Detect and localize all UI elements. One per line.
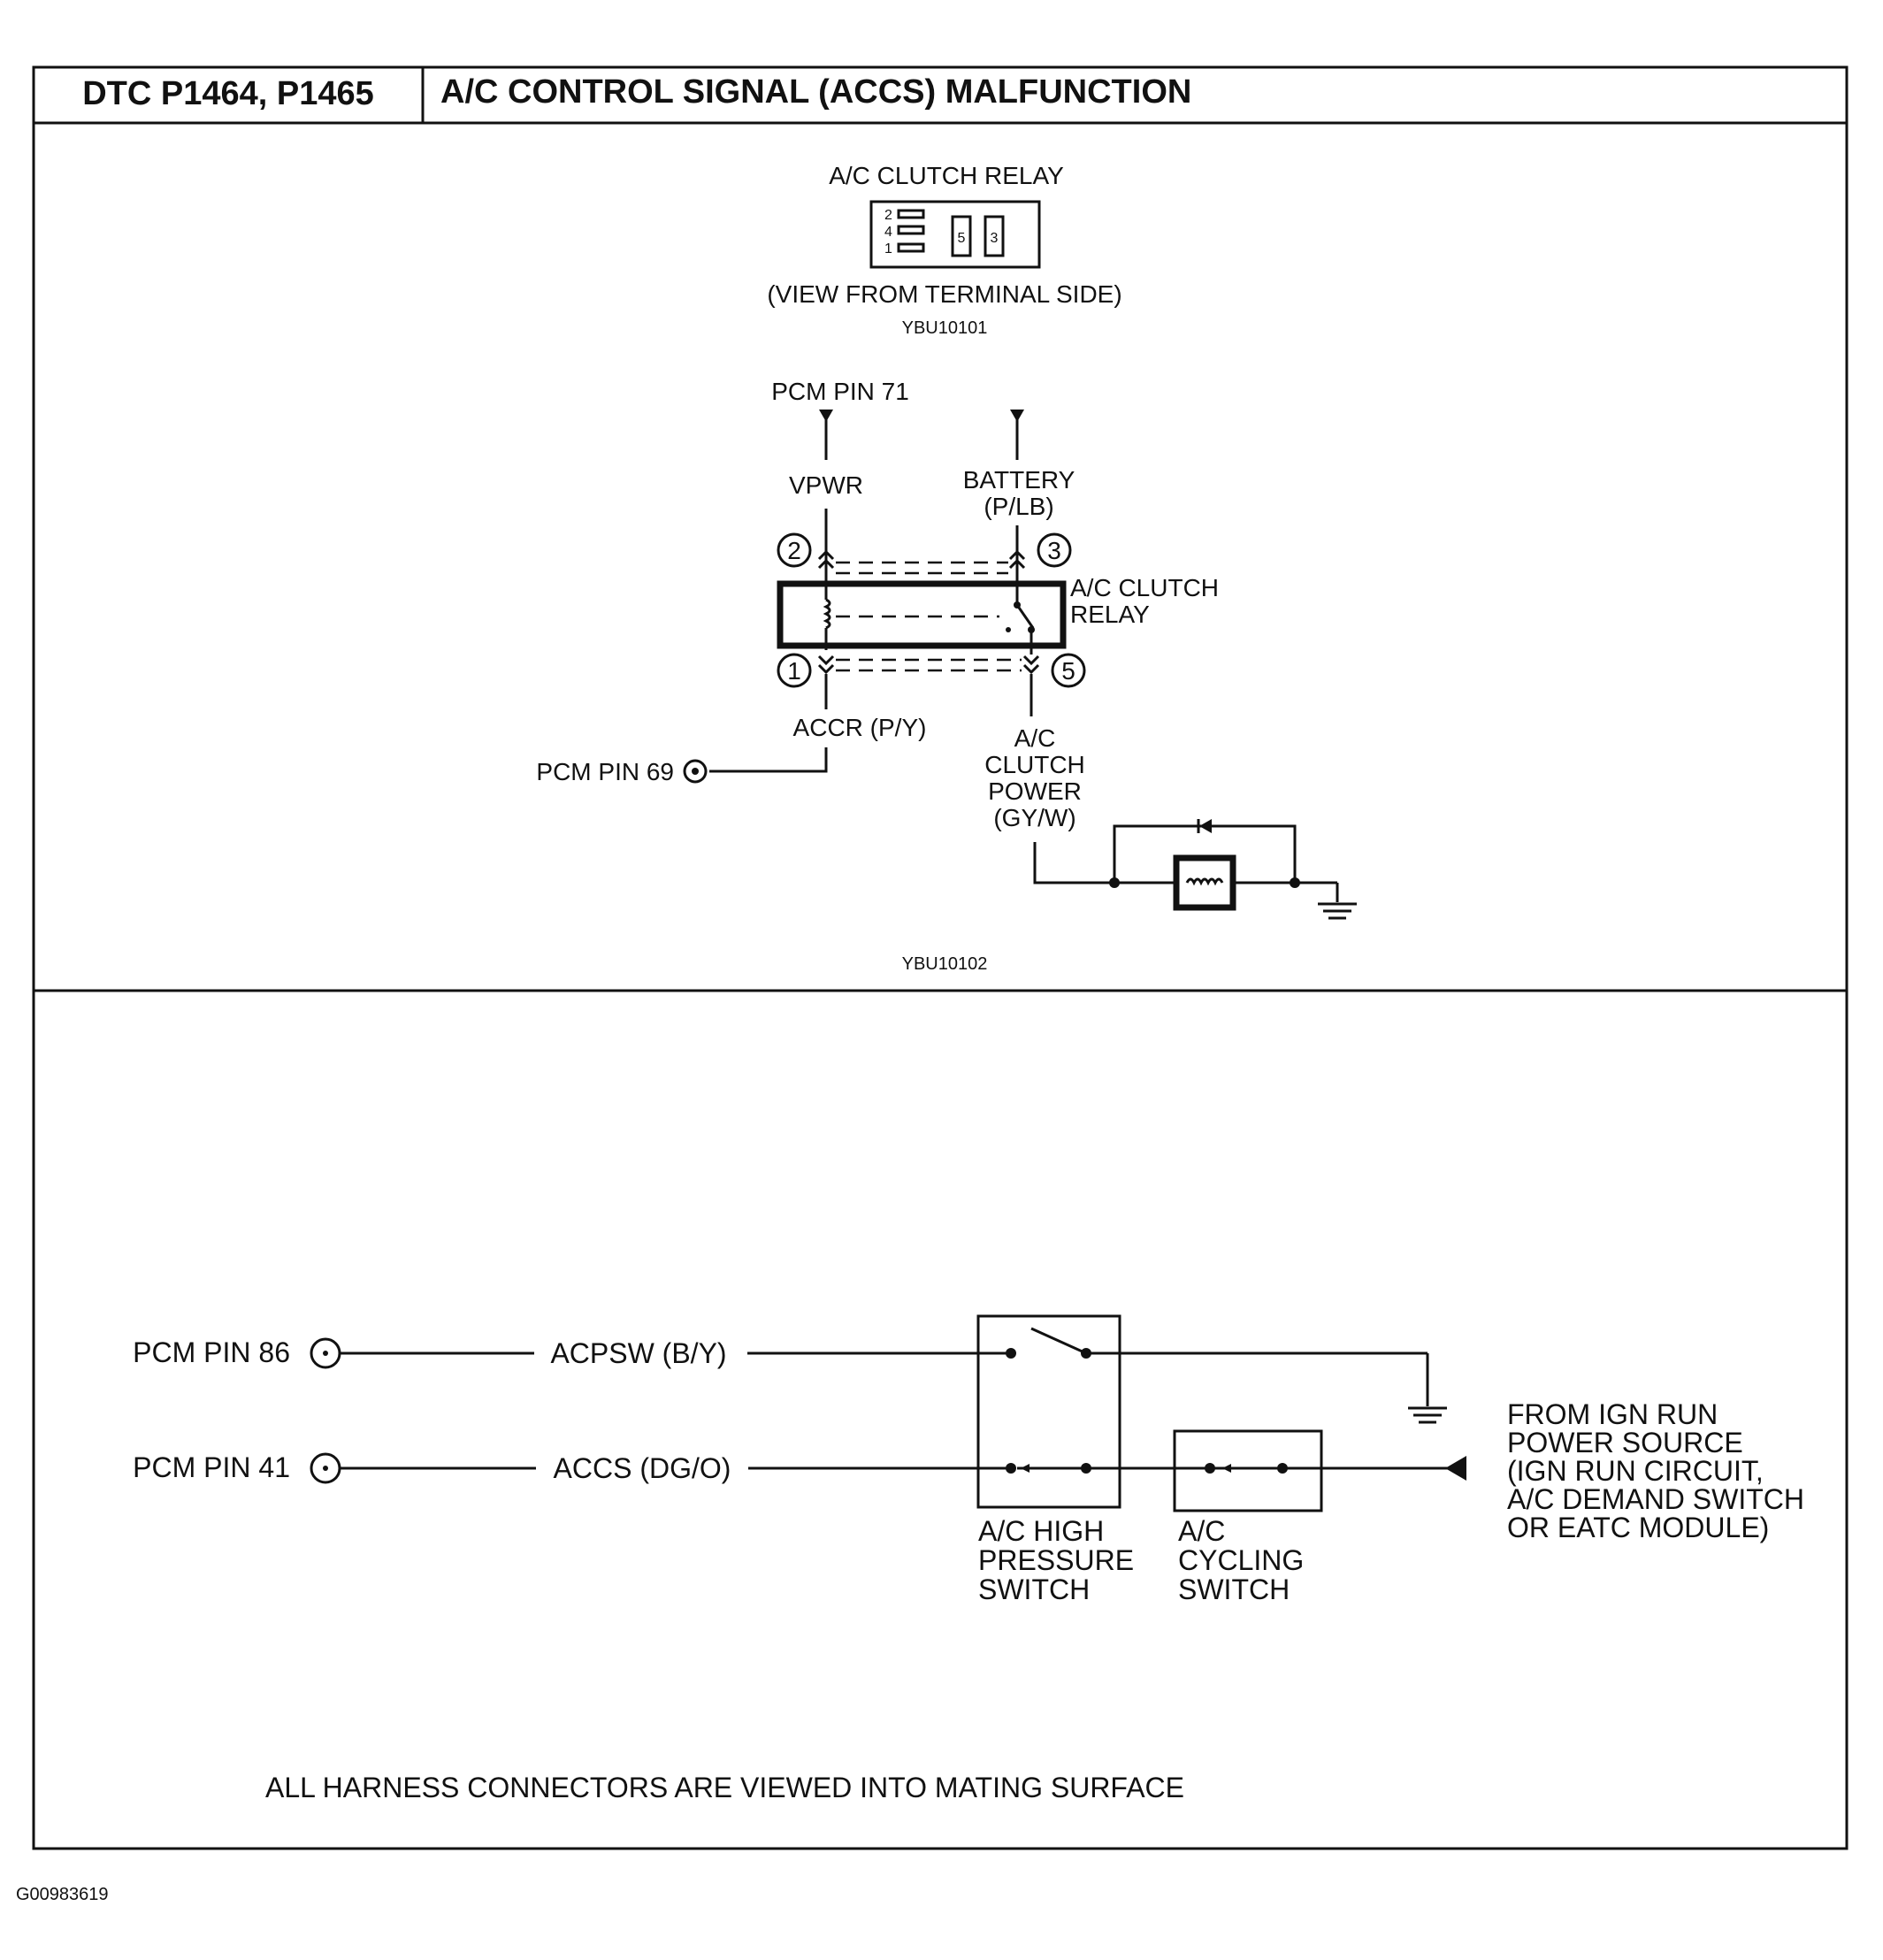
pin-5-marker xyxy=(1051,653,1086,688)
pcm-pin-86-label: PCM PIN 86 xyxy=(133,1336,290,1368)
accs-label: ACCS (DG/O) xyxy=(554,1452,731,1484)
accr-wire-lower xyxy=(709,747,828,773)
pcm-pin-69-terminal xyxy=(683,759,708,784)
acpsw-label: ACPSW (B/Y) xyxy=(550,1337,726,1369)
relay-connector-title: A/C CLUTCH RELAY xyxy=(829,162,1064,189)
relay-connector-face: 2 4 1 5 3 xyxy=(869,200,1041,269)
battery-connector-arrow xyxy=(1010,410,1024,460)
connector-pin-1-label: 1 xyxy=(884,241,892,256)
pcm-pin-69-label: PCM PIN 69 xyxy=(536,758,674,785)
hp-switch-contact-c xyxy=(1006,1463,1016,1474)
page-title: A/C CONTROL SIGNAL (ACCS) MALFUNCTION xyxy=(440,73,1191,111)
cycling-switch-label-2: CYCLING xyxy=(1178,1544,1304,1576)
accr-label: ACCR (P/Y) xyxy=(793,714,927,741)
pin-2-marker xyxy=(777,532,812,568)
pin-3-label: 3 xyxy=(1047,537,1061,564)
pin-1-marker xyxy=(777,653,812,688)
lower-connector-shells xyxy=(817,655,1040,675)
pcm-pin-71-label: PCM PIN 71 xyxy=(771,378,909,405)
cycling-switch-label-1: A/C xyxy=(1178,1515,1225,1547)
pin-1-label: 1 xyxy=(787,657,801,685)
relay-label-line2: RELAY xyxy=(1070,601,1150,628)
vpwr-label: VPWR xyxy=(789,471,863,499)
battery-label: BATTERY xyxy=(963,466,1075,494)
pcm-pin-41-label: PCM PIN 41 xyxy=(133,1451,290,1483)
connector-blade-5 xyxy=(951,215,972,257)
ign-source-label-1: FROM IGN RUN xyxy=(1507,1398,1718,1430)
connector-pin-3-label: 3 xyxy=(991,231,999,246)
cycling-switch-label-3: SWITCH xyxy=(1178,1573,1290,1605)
connector-blade-1 xyxy=(897,242,925,253)
pcm-pin-71-connector-arrow xyxy=(819,410,833,460)
ign-source-label-5: OR EATC MODULE) xyxy=(1507,1512,1769,1543)
connector-blade-2 xyxy=(897,209,925,219)
pin-5-label: 5 xyxy=(1061,657,1075,685)
clutch-power-label-3: POWER xyxy=(988,777,1082,805)
clutch-coil-icon xyxy=(1185,877,1224,886)
hp-switch-label-1: A/C HIGH xyxy=(978,1515,1104,1547)
clutch-power-wire-lower xyxy=(1033,842,1175,884)
connector-pin-5-label: 5 xyxy=(958,231,966,246)
connector-pin-4-label: 4 xyxy=(884,225,892,240)
ign-source-label-3: (IGN RUN CIRCUIT, xyxy=(1507,1455,1764,1487)
relay-body xyxy=(777,580,1067,649)
clutch-power-label-4: (GY/W) xyxy=(993,804,1075,831)
ground-icon xyxy=(1318,902,1357,920)
diode-icon xyxy=(1197,819,1212,833)
outer-frame xyxy=(32,65,1849,1850)
hp-switch-blade-open xyxy=(1030,1327,1087,1355)
hp-switch-label-2: PRESSURE xyxy=(978,1544,1134,1576)
relay-label-line1: A/C CLUTCH xyxy=(1070,574,1219,601)
pin-3-marker xyxy=(1037,532,1072,568)
cycling-switch-box xyxy=(1173,1429,1323,1512)
battery-wire-color: (P/LB) xyxy=(984,493,1053,520)
ign-run-arrow-icon xyxy=(1445,1456,1466,1481)
document-id: G00983619 xyxy=(16,1885,109,1904)
clutch-coil-box xyxy=(1173,854,1236,911)
relay-coil xyxy=(823,598,831,630)
pin-2-label: 2 xyxy=(787,537,801,564)
view-note: (VIEW FROM TERMINAL SIDE) xyxy=(767,280,1121,308)
upper-connector-shells xyxy=(817,549,1026,575)
figure-id-circuit: YBU10102 xyxy=(902,954,988,974)
relay-contact-stop xyxy=(1006,627,1011,632)
harness-footnote: ALL HARNESS CONNECTORS ARE VIEWED INTO M… xyxy=(265,1772,1184,1803)
connector-pin-2-label: 2 xyxy=(884,208,892,223)
ign-source-label-4: A/C DEMAND SWITCH xyxy=(1507,1483,1804,1515)
diode-branch xyxy=(1113,824,1297,883)
hp-switch-contact-a xyxy=(1006,1348,1016,1359)
high-pressure-switch-box xyxy=(976,1314,1121,1509)
connector-blade-3 xyxy=(984,215,1005,257)
connector-blade-4 xyxy=(897,225,925,235)
ground-icon-switch xyxy=(1408,1406,1447,1424)
relay-contact-arm xyxy=(1015,604,1035,629)
clutch-power-label-1: A/C xyxy=(1014,724,1056,752)
clutch-power-label-2: CLUTCH xyxy=(984,751,1085,778)
dtc-codes: DTC P1464, P1465 xyxy=(82,75,374,112)
figure-id-connector: YBU10101 xyxy=(902,318,988,338)
hp-switch-label-3: SWITCH xyxy=(978,1573,1090,1605)
ign-source-label-2: POWER SOURCE xyxy=(1507,1427,1743,1459)
